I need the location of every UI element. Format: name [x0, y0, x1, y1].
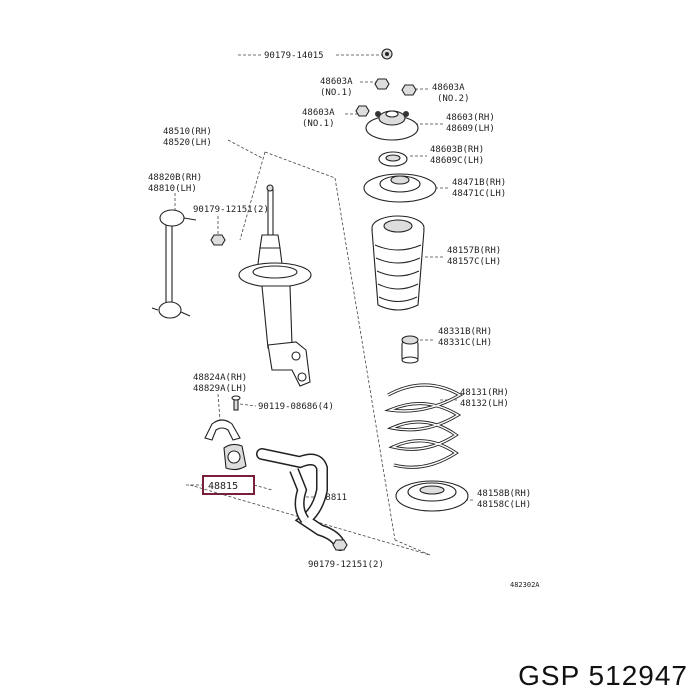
bracket-bolt-part: [231, 395, 241, 411]
stabilizer-link-part: [151, 209, 197, 319]
bottom-nut-part: [332, 539, 348, 551]
svg-text:48603A: 48603A: [432, 83, 465, 93]
svg-text:48471C(LH): 48471C(LH): [452, 189, 506, 199]
svg-text:90179-12151(2): 90179-12151(2): [308, 560, 384, 570]
label-nut-a1: 48603A (NO.1): [320, 77, 377, 98]
label-nut-a3: 48603A (NO.1): [302, 108, 360, 129]
svg-text:48520(LH): 48520(LH): [163, 138, 212, 148]
top-bolt-part: [381, 48, 393, 60]
svg-text:48157B(RH): 48157B(RH): [447, 246, 501, 256]
label-bearing: 48603B(RH) 48609C(LH): [410, 145, 484, 166]
bump-stopper-part: [401, 335, 419, 364]
svg-text:48510(RH): 48510(RH): [163, 127, 212, 137]
label-link: 48820B(RH) 48810(LH): [148, 173, 202, 210]
spring-seat-part: [363, 173, 437, 203]
label-boot: 48157B(RH) 48157C(LH): [425, 246, 501, 267]
label-seat: 48471B(RH) 48471C(LH): [425, 178, 506, 199]
svg-text:48609C(LH): 48609C(LH): [430, 156, 484, 166]
svg-text:48603A: 48603A: [320, 77, 353, 87]
svg-text:(NO.2): (NO.2): [437, 94, 470, 104]
svg-text:(NO.1): (NO.1): [320, 88, 353, 98]
svg-text:48158B(RH): 48158B(RH): [477, 489, 531, 499]
link-nut-part: [210, 234, 226, 246]
svg-text:90179-12151(2): 90179-12151(2): [193, 205, 269, 215]
label-stabilizer: 48811: [296, 493, 347, 503]
dust-boot-part: [371, 215, 425, 311]
label-bushing: 48815: [186, 475, 273, 495]
strut-assembly-part: [238, 184, 312, 387]
svg-text:(NO.1): (NO.1): [302, 119, 335, 129]
label-link-nut: 90179-12151(2): [193, 205, 269, 235]
svg-text:48603(RH): 48603(RH): [446, 113, 495, 123]
label-insulator: 48158B(RH) 48158C(LH): [460, 489, 531, 510]
svg-text:48829A(LH): 48829A(LH): [193, 384, 247, 394]
svg-text:48131(RH): 48131(RH): [460, 388, 509, 398]
svg-text:48815: 48815: [208, 481, 238, 492]
label-bracket-bolt: 90119-08686(4): [239, 402, 334, 412]
svg-text:48603A: 48603A: [302, 108, 335, 118]
bracket-part: [204, 419, 241, 441]
coil-spring-part: [384, 383, 464, 469]
svg-text:48820B(RH): 48820B(RH): [148, 173, 202, 183]
svg-text:90119-08686(4): 90119-08686(4): [258, 402, 334, 412]
label-mount: 48603(RH) 48609(LH): [415, 113, 495, 134]
nut-a2-part: [401, 84, 417, 96]
reference-code: 482302A: [510, 581, 540, 589]
nut-a3-part: [355, 105, 370, 117]
strut-mount-part: [365, 110, 419, 141]
label-strut: 48510(RH) 48520(LH): [163, 127, 263, 159]
label-bracket: 48824A(RH) 48829A(LH): [193, 373, 247, 421]
svg-text:48471B(RH): 48471B(RH): [452, 178, 506, 188]
bushing-part: [223, 443, 247, 471]
nut-a1-part: [374, 78, 390, 90]
lower-insulator-part: [395, 480, 469, 512]
bearing-part: [378, 151, 408, 167]
svg-text:48603B(RH): 48603B(RH): [430, 145, 484, 155]
svg-text:48331C(LH): 48331C(LH): [438, 338, 492, 348]
svg-text:48824A(RH): 48824A(RH): [193, 373, 247, 383]
svg-text:48331B(RH): 48331B(RH): [438, 327, 492, 337]
label-top-bolt: 90179-14015: [238, 51, 382, 61]
svg-text:48811: 48811: [320, 493, 347, 503]
label-nut-a2: 48603A (NO.2): [415, 83, 470, 104]
label-spring: 48131(RH) 48132(LH): [440, 388, 509, 409]
svg-text:48157C(LH): 48157C(LH): [447, 257, 501, 267]
svg-text:48132(LH): 48132(LH): [460, 399, 509, 409]
svg-text:48810(LH): 48810(LH): [148, 184, 197, 194]
svg-text:90179-14015: 90179-14015: [264, 51, 324, 61]
stabilizer-bar-part: [256, 448, 346, 551]
brand-part-number: GSP 512947: [518, 660, 688, 691]
label-bottom-nut: 90179-12151(2): [308, 560, 384, 570]
svg-text:48158C(LH): 48158C(LH): [477, 500, 531, 510]
label-bumper: 48331B(RH) 48331C(LH): [420, 327, 492, 348]
svg-text:48609(LH): 48609(LH): [446, 124, 495, 134]
